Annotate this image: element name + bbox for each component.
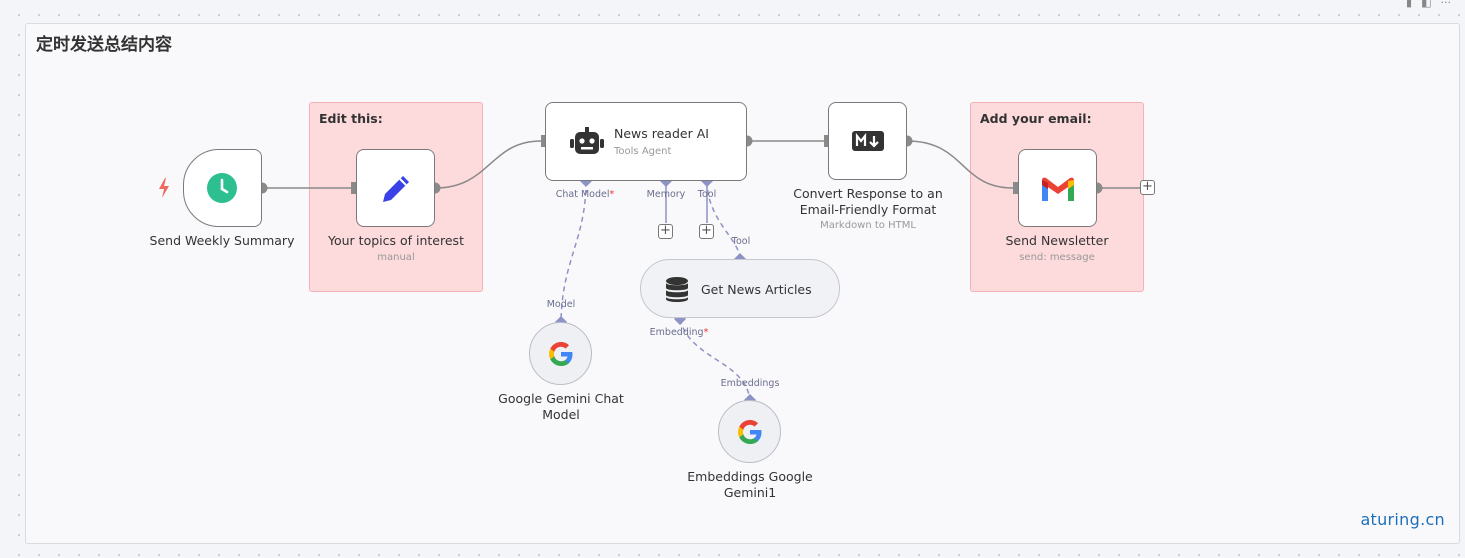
- pencil-icon: [383, 176, 409, 202]
- node-get-news-articles[interactable]: [640, 259, 840, 318]
- link-tool: [706, 180, 741, 260]
- port-embedding[interactable]: Embedding*: [649, 327, 709, 338]
- input-handles: [351, 135, 1018, 194]
- add-memory-button[interactable]: +: [658, 224, 673, 239]
- add-next-node-button[interactable]: +: [1140, 180, 1155, 195]
- node-label: Get News Articles: [701, 282, 812, 297]
- sticky-note-title: Add your email:: [980, 111, 1092, 126]
- node-subtitle: manual: [377, 252, 415, 263]
- page-title: 定时发送总结内容: [36, 35, 172, 55]
- add-tool-button[interactable]: +: [699, 224, 714, 239]
- node-subtitle: Tools Agent: [614, 146, 672, 157]
- node-convert-response[interactable]: [828, 102, 907, 180]
- port-model[interactable]: Model: [546, 299, 576, 310]
- google-icon: [738, 420, 762, 444]
- clock-icon: [207, 173, 237, 203]
- robot-icon: [570, 127, 604, 154]
- node-news-reader-ai[interactable]: [545, 102, 747, 181]
- node-label: Your topics of interest: [328, 233, 464, 248]
- node-label: News reader AI: [614, 126, 709, 141]
- port-tool-input[interactable]: Tool: [731, 236, 751, 247]
- database-icon: [666, 277, 688, 302]
- trigger-bolt-icon: [159, 178, 169, 198]
- port-chat-model[interactable]: Chat Model*: [555, 189, 615, 200]
- google-icon: [549, 342, 573, 366]
- port-embeddings[interactable]: Embeddings: [720, 378, 780, 389]
- node-send-newsletter[interactable]: [1018, 149, 1097, 227]
- node-subtitle: send: message: [1019, 252, 1095, 263]
- node-google-gemini-chat[interactable]: [529, 322, 592, 385]
- node-your-topics[interactable]: [356, 149, 435, 227]
- node-label: Send Newsletter: [1005, 233, 1109, 248]
- markdown-icon: [852, 131, 884, 151]
- link-chat-model: [560, 180, 587, 323]
- node-send-weekly-summary[interactable]: [183, 149, 262, 227]
- connection-topics-agent: [434, 140, 542, 189]
- node-embeddings-google-gemini[interactable]: [718, 400, 781, 463]
- connection-convert-newsletter: [906, 140, 1014, 189]
- node-subtitle: Markdown to HTML: [820, 220, 916, 231]
- port-tool[interactable]: Tool: [697, 189, 717, 200]
- top-toolbar-icons[interactable]: ▮◧···: [1406, 0, 1451, 9]
- link-embedding: [679, 318, 751, 401]
- gmail-icon: [1042, 177, 1074, 201]
- node-label: Send Weekly Summary: [149, 233, 295, 248]
- port-memory[interactable]: Memory: [646, 189, 686, 200]
- watermark: aturing.cn: [1360, 510, 1445, 529]
- sticky-note-title: Edit this:: [319, 111, 383, 126]
